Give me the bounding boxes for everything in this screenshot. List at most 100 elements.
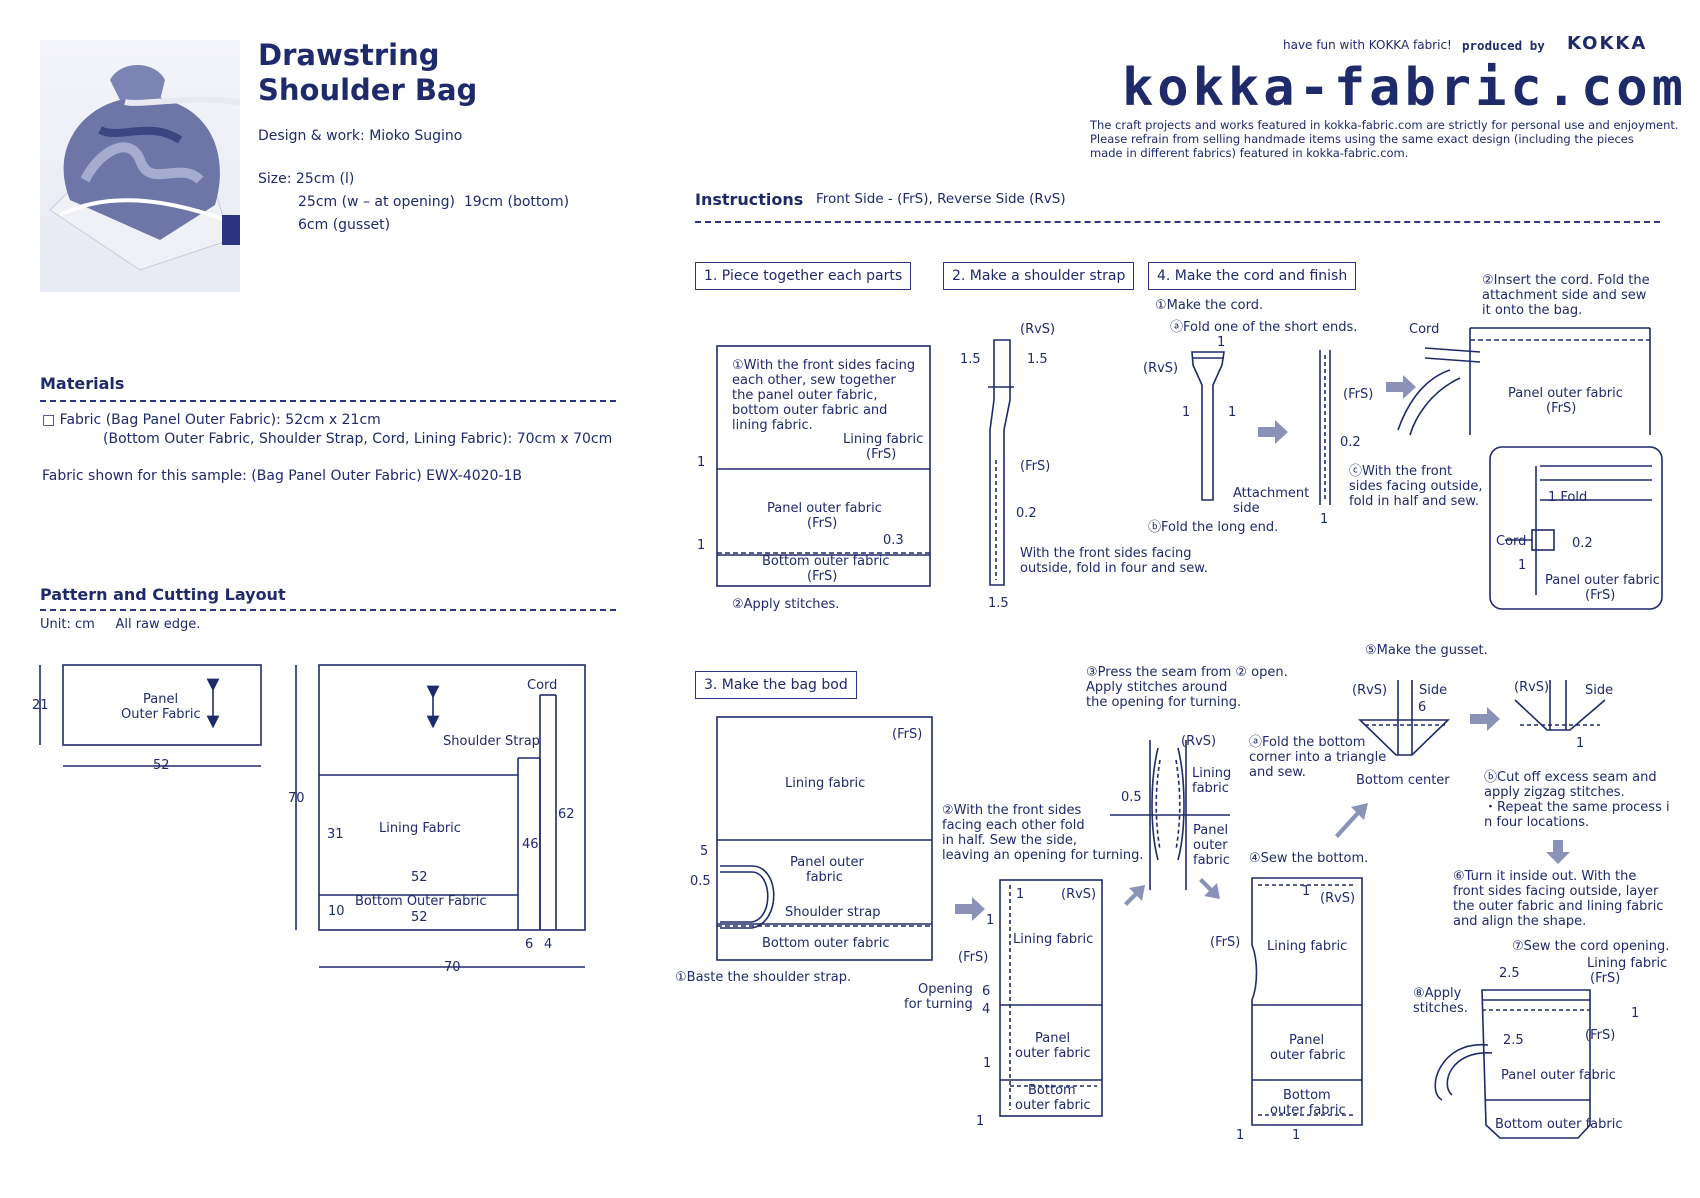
- step-3-heading: 3. Make the bag bod: [695, 671, 857, 699]
- step3-b-open-1: Opening: [918, 982, 973, 997]
- step4-fold-b: ⓑFold the long end.: [1148, 520, 1279, 535]
- pattern-lining-label: Lining Fabric: [379, 821, 461, 836]
- designer-credit: Design & work: Mioko Sugino: [258, 128, 463, 144]
- size-line-1: Size: 25cm (l): [258, 171, 355, 187]
- step3-c-dim-1b: 1: [1236, 1128, 1245, 1143]
- step3-bottom: Bottom outer fabric: [762, 936, 890, 951]
- step3-p-lining-1: Lining: [1192, 766, 1232, 781]
- step4-rvs: (RvS): [1143, 361, 1179, 376]
- step4-detail-fold: 1 Fold: [1548, 490, 1588, 505]
- step4-detail-1: 1: [1518, 558, 1527, 573]
- step3-turn-4: and align the shape.: [1453, 914, 1587, 929]
- step3-lining: Lining fabric: [785, 776, 866, 791]
- step3-b-dim-1c: 1: [983, 1056, 992, 1071]
- step4-dim-1d: 1: [1320, 512, 1329, 527]
- step3-f-panel: Panel outer fabric: [1501, 1068, 1616, 1083]
- step3-p-rvs: (RvS): [1181, 734, 1217, 749]
- step4-make-cord: ①Make the cord.: [1155, 298, 1264, 313]
- step3-sew-bottom: ④Sew the bottom.: [1249, 851, 1369, 866]
- pattern-dim-46: 46: [522, 837, 539, 852]
- pattern-panel-label-1: Panel: [143, 692, 179, 707]
- step3-b-dim-6: 6: [982, 984, 991, 999]
- step2-dim-02: 0.2: [1016, 506, 1037, 521]
- strap-loop-diagram: [720, 865, 775, 929]
- step3-f-dim-1: 1: [1631, 1006, 1640, 1021]
- step3-b-bottom-1: Bottom: [1028, 1083, 1076, 1098]
- notice-line-3: made in different fabrics) featured in k…: [1090, 146, 1409, 160]
- step3-b-bottom-2: outer fabric: [1015, 1098, 1091, 1113]
- step1-lining-frs: (FrS): [866, 447, 897, 462]
- step4-fold-a: ⓐFold one of the short ends.: [1170, 320, 1358, 335]
- brand-produced: produced by: [1462, 38, 1545, 53]
- step3-panel-1: Panel outer: [790, 855, 864, 870]
- step1-bottom-frs: (FrS): [807, 569, 838, 584]
- step3-g-side: Side: [1419, 683, 1448, 698]
- step4-fold-c-3: fold in half and sew.: [1349, 494, 1479, 509]
- brand-tagline: have fun with KOKKA fabric!: [1283, 38, 1452, 52]
- step3-dim-5: 5: [700, 844, 709, 859]
- step3-p-panel-2: outer: [1193, 838, 1228, 853]
- step3-f-lining-frs: (FrS): [1590, 971, 1621, 986]
- step3-g-dim-6: 6: [1418, 700, 1427, 715]
- step4-insert-2: attachment side and sew: [1482, 288, 1647, 303]
- materials-line-3: Fabric shown for this sample: (Bag Panel…: [42, 468, 523, 484]
- step4-detail-02: 0.2: [1572, 536, 1593, 551]
- step3-cut-2: apply zigzag stitches.: [1484, 785, 1625, 800]
- step3-g2-rvs: (RvS): [1514, 680, 1550, 695]
- title-line-2: Shoulder Bag: [258, 73, 478, 107]
- step4-insert-1: ②Insert the cord. Fold the: [1482, 273, 1650, 288]
- folded-bag-diagram: [999, 879, 1103, 1117]
- step3-f-bottom: Bottom outer fabric: [1495, 1117, 1623, 1132]
- step3-b-dim-1b: 1: [986, 913, 995, 928]
- step4-dim-1a: 1: [1217, 335, 1226, 350]
- step3-c-frs: (FrS): [1210, 935, 1241, 950]
- step3-f-apply-1: ⑧Apply: [1413, 986, 1462, 1001]
- step2-dim-15c: 1.5: [988, 596, 1009, 611]
- step3-b-panel-1: Panel: [1035, 1031, 1071, 1046]
- step1-note-3: the panel outer fabric,: [732, 388, 878, 403]
- step3-cut-4: n four locations.: [1484, 815, 1590, 830]
- step-4-heading: 4. Make the cord and finish: [1148, 262, 1357, 290]
- pattern-unit: Unit: cm All raw edge.: [40, 617, 201, 632]
- step3-p-lining-2: fabric: [1192, 781, 1229, 796]
- pattern-large-piece: [318, 664, 586, 931]
- step3-panel-2: fabric: [806, 870, 843, 885]
- pattern-big-width: 70: [444, 960, 461, 975]
- step4-attach-1: Attachment: [1233, 486, 1310, 501]
- step3-cut-3: ・Repeat the same process i: [1484, 800, 1670, 815]
- step2-frs: (FrS): [1020, 459, 1051, 474]
- gusset-cut-diagram: [1514, 699, 1606, 731]
- step3-b-rvs: (RvS): [1061, 887, 1097, 902]
- step3-fold-1: ②With the front sides: [942, 803, 1082, 818]
- step3-fold-4: leaving an opening for turning.: [942, 848, 1144, 863]
- step4-dim-1b: 1: [1182, 405, 1191, 420]
- step1-note-4: bottom outer fabric and: [732, 403, 888, 418]
- step4-panel-frs: (FrS): [1546, 401, 1577, 416]
- pattern-dim-31: 31: [327, 827, 344, 842]
- step3-g-fold-3: and sew.: [1249, 765, 1306, 780]
- notice-line-1: The craft projects and works featured in…: [1090, 118, 1679, 132]
- step3-p-dim-05: 0.5: [1121, 790, 1142, 805]
- sewn-bottom-diagram: [1251, 877, 1363, 1126]
- step3-press-2: Apply stitches around: [1086, 680, 1228, 695]
- step1-assembly: [716, 345, 931, 587]
- step3-c-dim-1: 1: [1302, 884, 1311, 899]
- step4-frs: (FrS): [1343, 387, 1374, 402]
- step3-press-1: ③Press the seam from ② open.: [1086, 665, 1288, 680]
- step1-dim-1a: 1: [697, 455, 706, 470]
- step3-strap: Shoulder strap: [785, 905, 881, 920]
- step1-dim-03: 0.3: [883, 533, 904, 548]
- page-title: Drawstring Shoulder Bag: [258, 38, 477, 108]
- step4-detail-frs: (FrS): [1585, 588, 1616, 603]
- step3-turn-3: the outer fabric and lining fabric: [1453, 899, 1664, 914]
- pattern-big-height: 70: [288, 791, 305, 806]
- step3-f-dim-25a: 2.5: [1499, 966, 1520, 981]
- pattern-dim-52b: 52: [411, 910, 428, 925]
- step3-f-dim-25b: 2.5: [1503, 1033, 1524, 1048]
- pattern-heading: Pattern and Cutting Layout: [40, 585, 286, 604]
- step4-detail-cord: Cord: [1496, 534, 1527, 549]
- pattern-panel-label-2: Outer Fabric: [121, 707, 201, 722]
- step3-p-panel-3: fabric: [1193, 853, 1230, 868]
- bag-photo-illustration: [49, 65, 240, 271]
- pattern-bottom-label: Bottom Outer Fabric: [355, 894, 487, 909]
